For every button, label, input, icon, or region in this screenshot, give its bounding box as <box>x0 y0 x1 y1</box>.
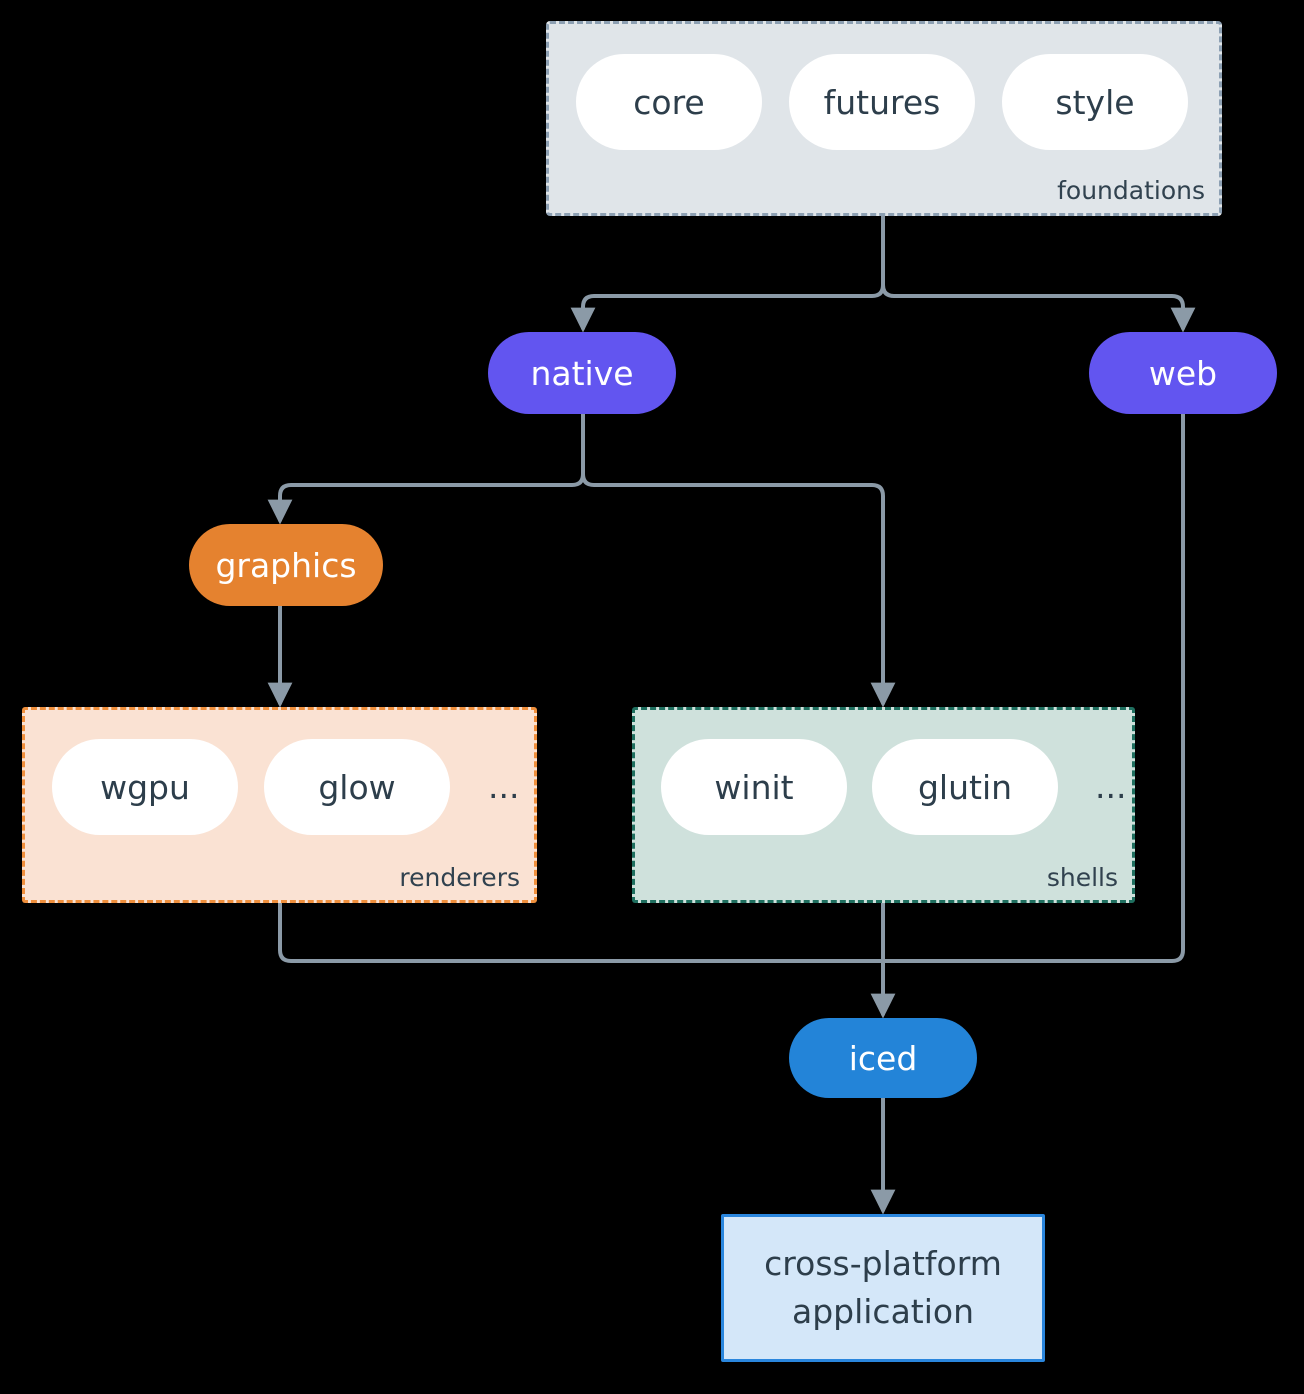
application-line-1: cross-platform <box>764 1244 1002 1284</box>
node-graphics[interactable]: graphics <box>189 524 383 606</box>
node-style[interactable]: style <box>1002 54 1188 150</box>
edge-foundations-to-web <box>881 283 1196 333</box>
edge-native-to-graphics <box>267 472 585 525</box>
edge-native-to-shells <box>581 472 896 708</box>
node-futures[interactable]: futures <box>789 54 975 150</box>
shells-pill-row: winit glutin ... <box>661 739 1132 835</box>
cluster-label-foundations: foundations <box>1057 176 1205 205</box>
node-iced[interactable]: iced <box>789 1018 977 1098</box>
foundations-pill-row: core futures style <box>576 54 1188 150</box>
cluster-label-renderers: renderers <box>399 863 520 892</box>
edge-renderers-to-iced <box>278 901 885 963</box>
cluster-renderers: wgpu glow ... renderers <box>22 707 537 903</box>
node-core[interactable]: core <box>576 54 762 150</box>
shells-more-ellipsis: ... <box>1095 767 1127 806</box>
cluster-shells: winit glutin ... shells <box>632 707 1135 903</box>
node-glow[interactable]: glow <box>264 739 450 835</box>
node-web[interactable]: web <box>1089 332 1277 414</box>
cluster-foundations: core futures style foundations <box>546 21 1222 216</box>
node-wgpu[interactable]: wgpu <box>52 739 238 835</box>
node-native[interactable]: native <box>488 332 676 414</box>
node-cross-platform-application[interactable]: cross-platform application <box>721 1214 1045 1362</box>
node-glutin[interactable]: glutin <box>872 739 1058 835</box>
edge-foundations-to-native <box>570 283 885 333</box>
renderers-more-ellipsis: ... <box>488 767 520 806</box>
renderers-pill-row: wgpu glow ... <box>52 739 525 835</box>
application-line-2: application <box>791 1292 975 1331</box>
cluster-label-shells: shells <box>1046 863 1118 892</box>
node-winit[interactable]: winit <box>661 739 847 835</box>
